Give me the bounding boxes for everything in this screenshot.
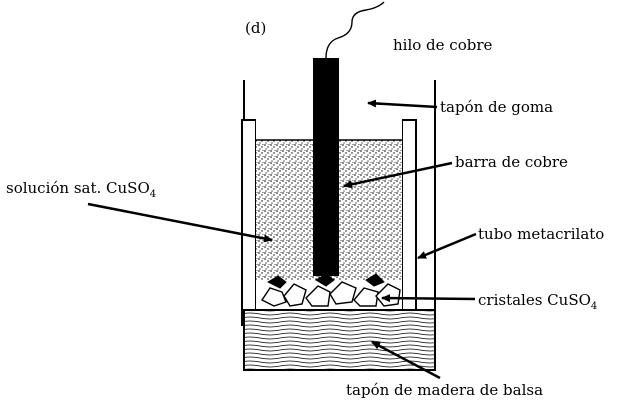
- arrow-tapon-de-goma: [367, 99, 438, 109]
- panel-label: (d): [245, 19, 266, 37]
- arrow-tapon-de-madera: [371, 340, 441, 380]
- label-solucion-sat: solución sat. CuSO4: [6, 179, 156, 200]
- arrow-barra-de-cobre: [343, 161, 453, 189]
- acrylic-tube: [241, 80, 436, 371]
- copper-wire: [325, 1, 385, 59]
- balsa-wood-plug: [243, 309, 436, 371]
- label-tapon-de-goma: tapón de goma: [440, 98, 553, 116]
- label-tubo-metacrilato: tubo metacrilato: [478, 225, 604, 243]
- arrow-solucion-sat: [87, 202, 273, 243]
- copper-bar: [313, 58, 339, 276]
- arrow-tubo-metacrilato: [417, 232, 477, 260]
- label-tapon-de-madera: tapón de madera de balsa: [346, 381, 543, 399]
- label-barra-de-cobre: barra de cobre: [455, 153, 568, 171]
- label-cristales: cristales CuSO4: [478, 291, 597, 312]
- label-hilo-de-cobre: hilo de cobre: [393, 36, 493, 54]
- cuso4-crystals: [256, 273, 402, 310]
- arrow-cristales: [381, 294, 476, 303]
